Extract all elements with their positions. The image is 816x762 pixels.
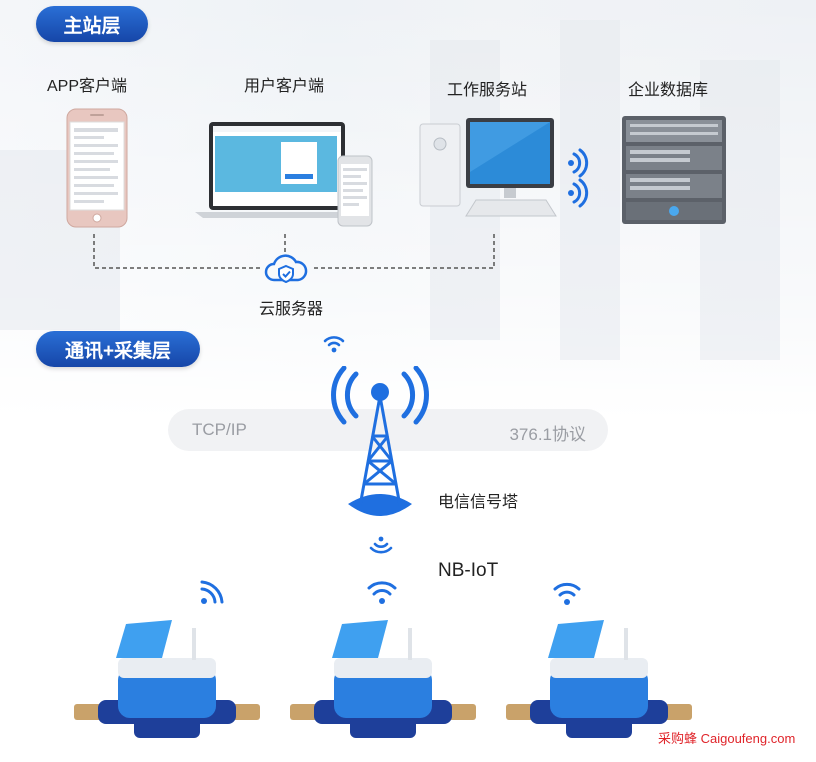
database-label: 企业数据库 xyxy=(628,82,709,99)
laptop-icon xyxy=(195,122,373,227)
network-label: NB-IoT xyxy=(438,560,499,581)
background-building xyxy=(560,20,620,360)
protocol-376: 376.1协议 xyxy=(509,425,586,444)
water-meter-icon xyxy=(74,620,260,738)
wifi-icon xyxy=(369,536,393,554)
cloud-shield-icon xyxy=(264,254,308,284)
user-client-label: 用户客户端 xyxy=(244,78,325,95)
wifi-icon xyxy=(200,580,224,604)
watermark: 采购蜂 Caigoufeng.com xyxy=(658,731,796,746)
wifi-icon xyxy=(323,336,345,353)
smartphone-icon xyxy=(66,108,128,228)
layer-badge-comm: 通讯+采集层 xyxy=(36,331,200,367)
dashed-connection-lines xyxy=(93,234,495,269)
workstation-label: 工作服务站 xyxy=(447,82,528,99)
signal-tower-icon xyxy=(331,366,429,516)
protocol-bar: TCP/IP 376.1协议 xyxy=(168,409,608,451)
wireless-signal-icon xyxy=(568,148,589,208)
wifi-icon xyxy=(367,581,397,604)
tower-label: 电信信号塔 xyxy=(438,494,519,511)
server-rack-icon xyxy=(622,116,726,224)
water-meter-icon xyxy=(506,620,692,738)
desktop-computer-icon xyxy=(419,118,557,217)
app-client-label: APP客户端 xyxy=(47,78,128,95)
water-meter-icon xyxy=(290,620,476,738)
protocol-tcpip: TCP/IP xyxy=(192,420,247,439)
cloud-server-label: 云服务器 xyxy=(259,301,324,318)
layer-badge-master: 主站层 xyxy=(36,6,148,42)
wifi-icon xyxy=(553,582,581,605)
